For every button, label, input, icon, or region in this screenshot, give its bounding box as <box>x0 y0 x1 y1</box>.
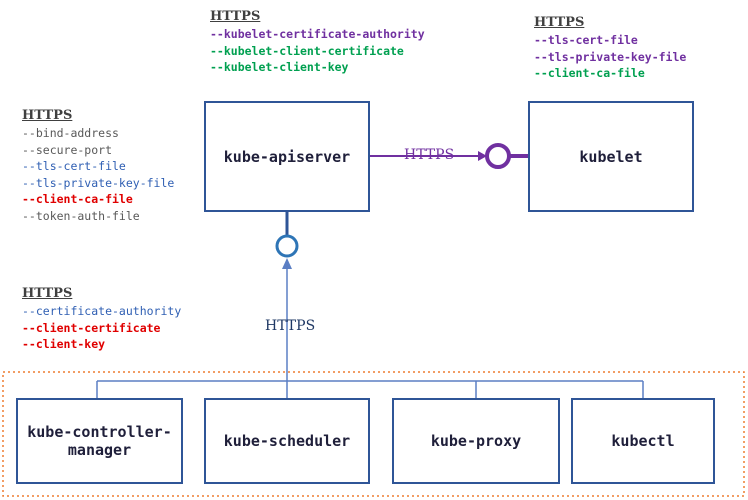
flag-kubelet-client-certificate: --kubelet-client-certificate <box>210 43 404 58</box>
flag-kubelet-certificate-authority: --kubelet-certificate-authority <box>210 27 425 41</box>
flag-kubelet-tls-cert-file: --tls-cert-file <box>534 33 638 47</box>
client-flags-header: HTTPS <box>22 286 73 301</box>
kube-scheduler-box: kube-scheduler <box>204 398 370 484</box>
kubelet-server-flags: HTTPS --tls-cert-file --tls-private-key-… <box>534 14 686 82</box>
kubelet-interface-icon <box>485 143 511 169</box>
flag-tls-private-key-file: --tls-private-key-file <box>22 175 175 190</box>
flag-certificate-authority: --certificate-authority <box>22 304 182 318</box>
kube-controller-manager-box: kube-controller- manager <box>16 398 183 484</box>
kubectl-box: kubectl <box>571 398 715 484</box>
flag-client-ca-file: --client-ca-file <box>22 192 133 206</box>
client-flags: HTTPS --certificate-authority --client-c… <box>22 285 181 353</box>
client-group-outline <box>2 371 745 497</box>
flag-kubelet-client-key: --kubelet-client-key <box>210 60 349 74</box>
flag-kubelet-client-ca-file: --client-ca-file <box>534 66 645 80</box>
apiserver-kubelet-client-flags: HTTPS --kubelet-certificate-authority --… <box>210 8 425 76</box>
kube-controller-manager-label: kube-controller- manager <box>27 423 172 459</box>
apiserver-interface-icon <box>275 234 299 258</box>
flag-token-auth-file: --token-auth-file <box>22 208 140 223</box>
apiserver-kubelet-protocol-label: HTTPS <box>404 147 455 163</box>
flag-kubelet-tls-private-key-file: --tls-private-key-file <box>534 49 687 64</box>
kube-apiserver-box: kube-apiserver <box>204 101 370 212</box>
kube-scheduler-label: kube-scheduler <box>223 432 351 450</box>
flag-client-key: --client-key <box>22 337 106 351</box>
clients-apiserver-protocol-label: HTTPS <box>265 318 316 334</box>
kubelet-box: kubelet <box>528 101 694 212</box>
kube-proxy-label: kube-proxy <box>430 432 522 450</box>
kubelet-label: kubelet <box>579 147 643 166</box>
kube-apiserver-label: kube-apiserver <box>223 147 351 166</box>
apiserver-server-flags: HTTPS --bind-address --secure-port --tls… <box>22 107 174 224</box>
apiserver-server-flags-header: HTTPS <box>22 108 73 123</box>
kube-proxy-box: kube-proxy <box>392 398 560 484</box>
flag-secure-port: --secure-port <box>22 142 113 157</box>
flag-tls-cert-file: --tls-cert-file <box>22 159 126 173</box>
apiserver-kubelet-client-flags-header: HTTPS <box>210 9 261 24</box>
flag-bind-address: --bind-address <box>22 126 119 140</box>
flag-client-certificate: --client-certificate <box>22 320 161 335</box>
apiserver-kubelet-arrowhead <box>478 151 487 161</box>
kubectl-label: kubectl <box>611 432 675 450</box>
kubelet-server-flags-header: HTTPS <box>534 15 585 30</box>
